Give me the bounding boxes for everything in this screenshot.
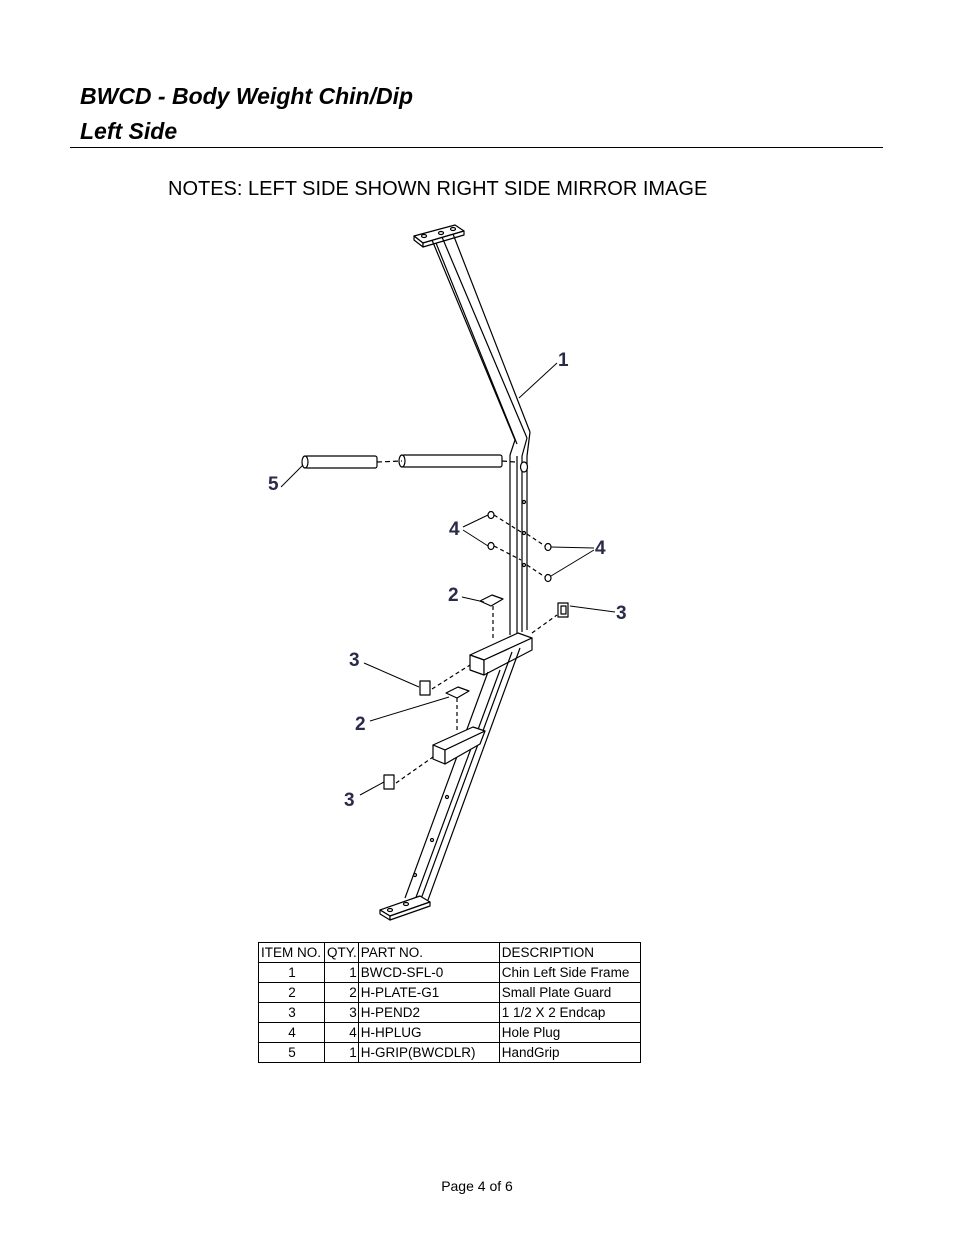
item-no: 2 (258, 982, 325, 1003)
page-number: Page 4 of 6 (441, 1178, 513, 1194)
part-no: H-GRIP(BWCDLR) (358, 1042, 500, 1063)
table-row: 2 2 H-PLATE-G1 Small Plate Guard (258, 982, 641, 1003)
header-description: DESCRIPTION (499, 942, 641, 963)
document-subtitle: Left Side (80, 118, 178, 144)
item-no: 5 (258, 1042, 325, 1063)
qty: 4 (324, 1022, 359, 1043)
header-divider (70, 147, 883, 148)
callout-4-right: 4 (595, 538, 606, 559)
document-title: BWCD - Body Weight Chin/Dip (80, 83, 414, 109)
hand-grip (301, 454, 516, 469)
qty: 2 (324, 982, 359, 1003)
qty: 1 (324, 1042, 359, 1063)
part-no: H-PEND2 (358, 1002, 500, 1023)
header-part-no: PART NO. (358, 942, 500, 963)
description: Hole Plug (499, 1022, 641, 1043)
assembly-drawing: 1 5 4 4 2 3 3 2 3 (268, 224, 627, 921)
callout-5: 5 (268, 474, 279, 495)
table-row: 5 1 H-GRIP(BWCDLR) HandGrip (258, 1042, 641, 1063)
description: 1 1/2 X 2 Endcap (499, 1002, 641, 1023)
header-qty: QTY. (324, 942, 359, 963)
callout-4-left: 4 (449, 519, 460, 540)
endcaps (383, 602, 569, 790)
notes-text: NOTES: LEFT SIDE SHOWN RIGHT SIDE MIRROR… (168, 178, 708, 200)
description: Chin Left Side Frame (499, 962, 641, 983)
item-no: 4 (258, 1022, 325, 1043)
table-row: 4 4 H-HPLUG Hole Plug (258, 1022, 641, 1043)
callout-2-lower: 2 (355, 714, 366, 735)
hole-plugs (487, 510, 552, 583)
description: HandGrip (499, 1042, 641, 1063)
callout-3-lower: 3 (344, 790, 355, 811)
main-frame (379, 233, 533, 921)
parts-table: ITEM NO. QTY. PART NO. DESCRIPTION 1 1 B… (258, 942, 641, 1063)
qty: 1 (324, 962, 359, 983)
plate-guards (445, 594, 504, 731)
description: Small Plate Guard (499, 982, 641, 1003)
part-no: BWCD-SFL-0 (358, 962, 500, 983)
table-header-row: ITEM NO. QTY. PART NO. DESCRIPTION (258, 942, 641, 963)
callout-3-right: 3 (616, 603, 627, 624)
table-row: 1 1 BWCD-SFL-0 Chin Left Side Frame (258, 962, 641, 983)
header-item-no: ITEM NO. (258, 942, 325, 963)
part-no: H-PLATE-G1 (358, 982, 500, 1003)
leader-lines (280, 362, 616, 796)
table-row: 3 3 H-PEND2 1 1/2 X 2 Endcap (258, 1002, 641, 1023)
qty: 3 (324, 1002, 359, 1023)
part-no: H-HPLUG (358, 1022, 500, 1043)
callout-1: 1 (558, 350, 569, 371)
item-no: 1 (258, 962, 325, 983)
item-no: 3 (258, 1002, 325, 1023)
callout-3-middle: 3 (349, 650, 360, 671)
callout-2-upper: 2 (448, 585, 459, 606)
